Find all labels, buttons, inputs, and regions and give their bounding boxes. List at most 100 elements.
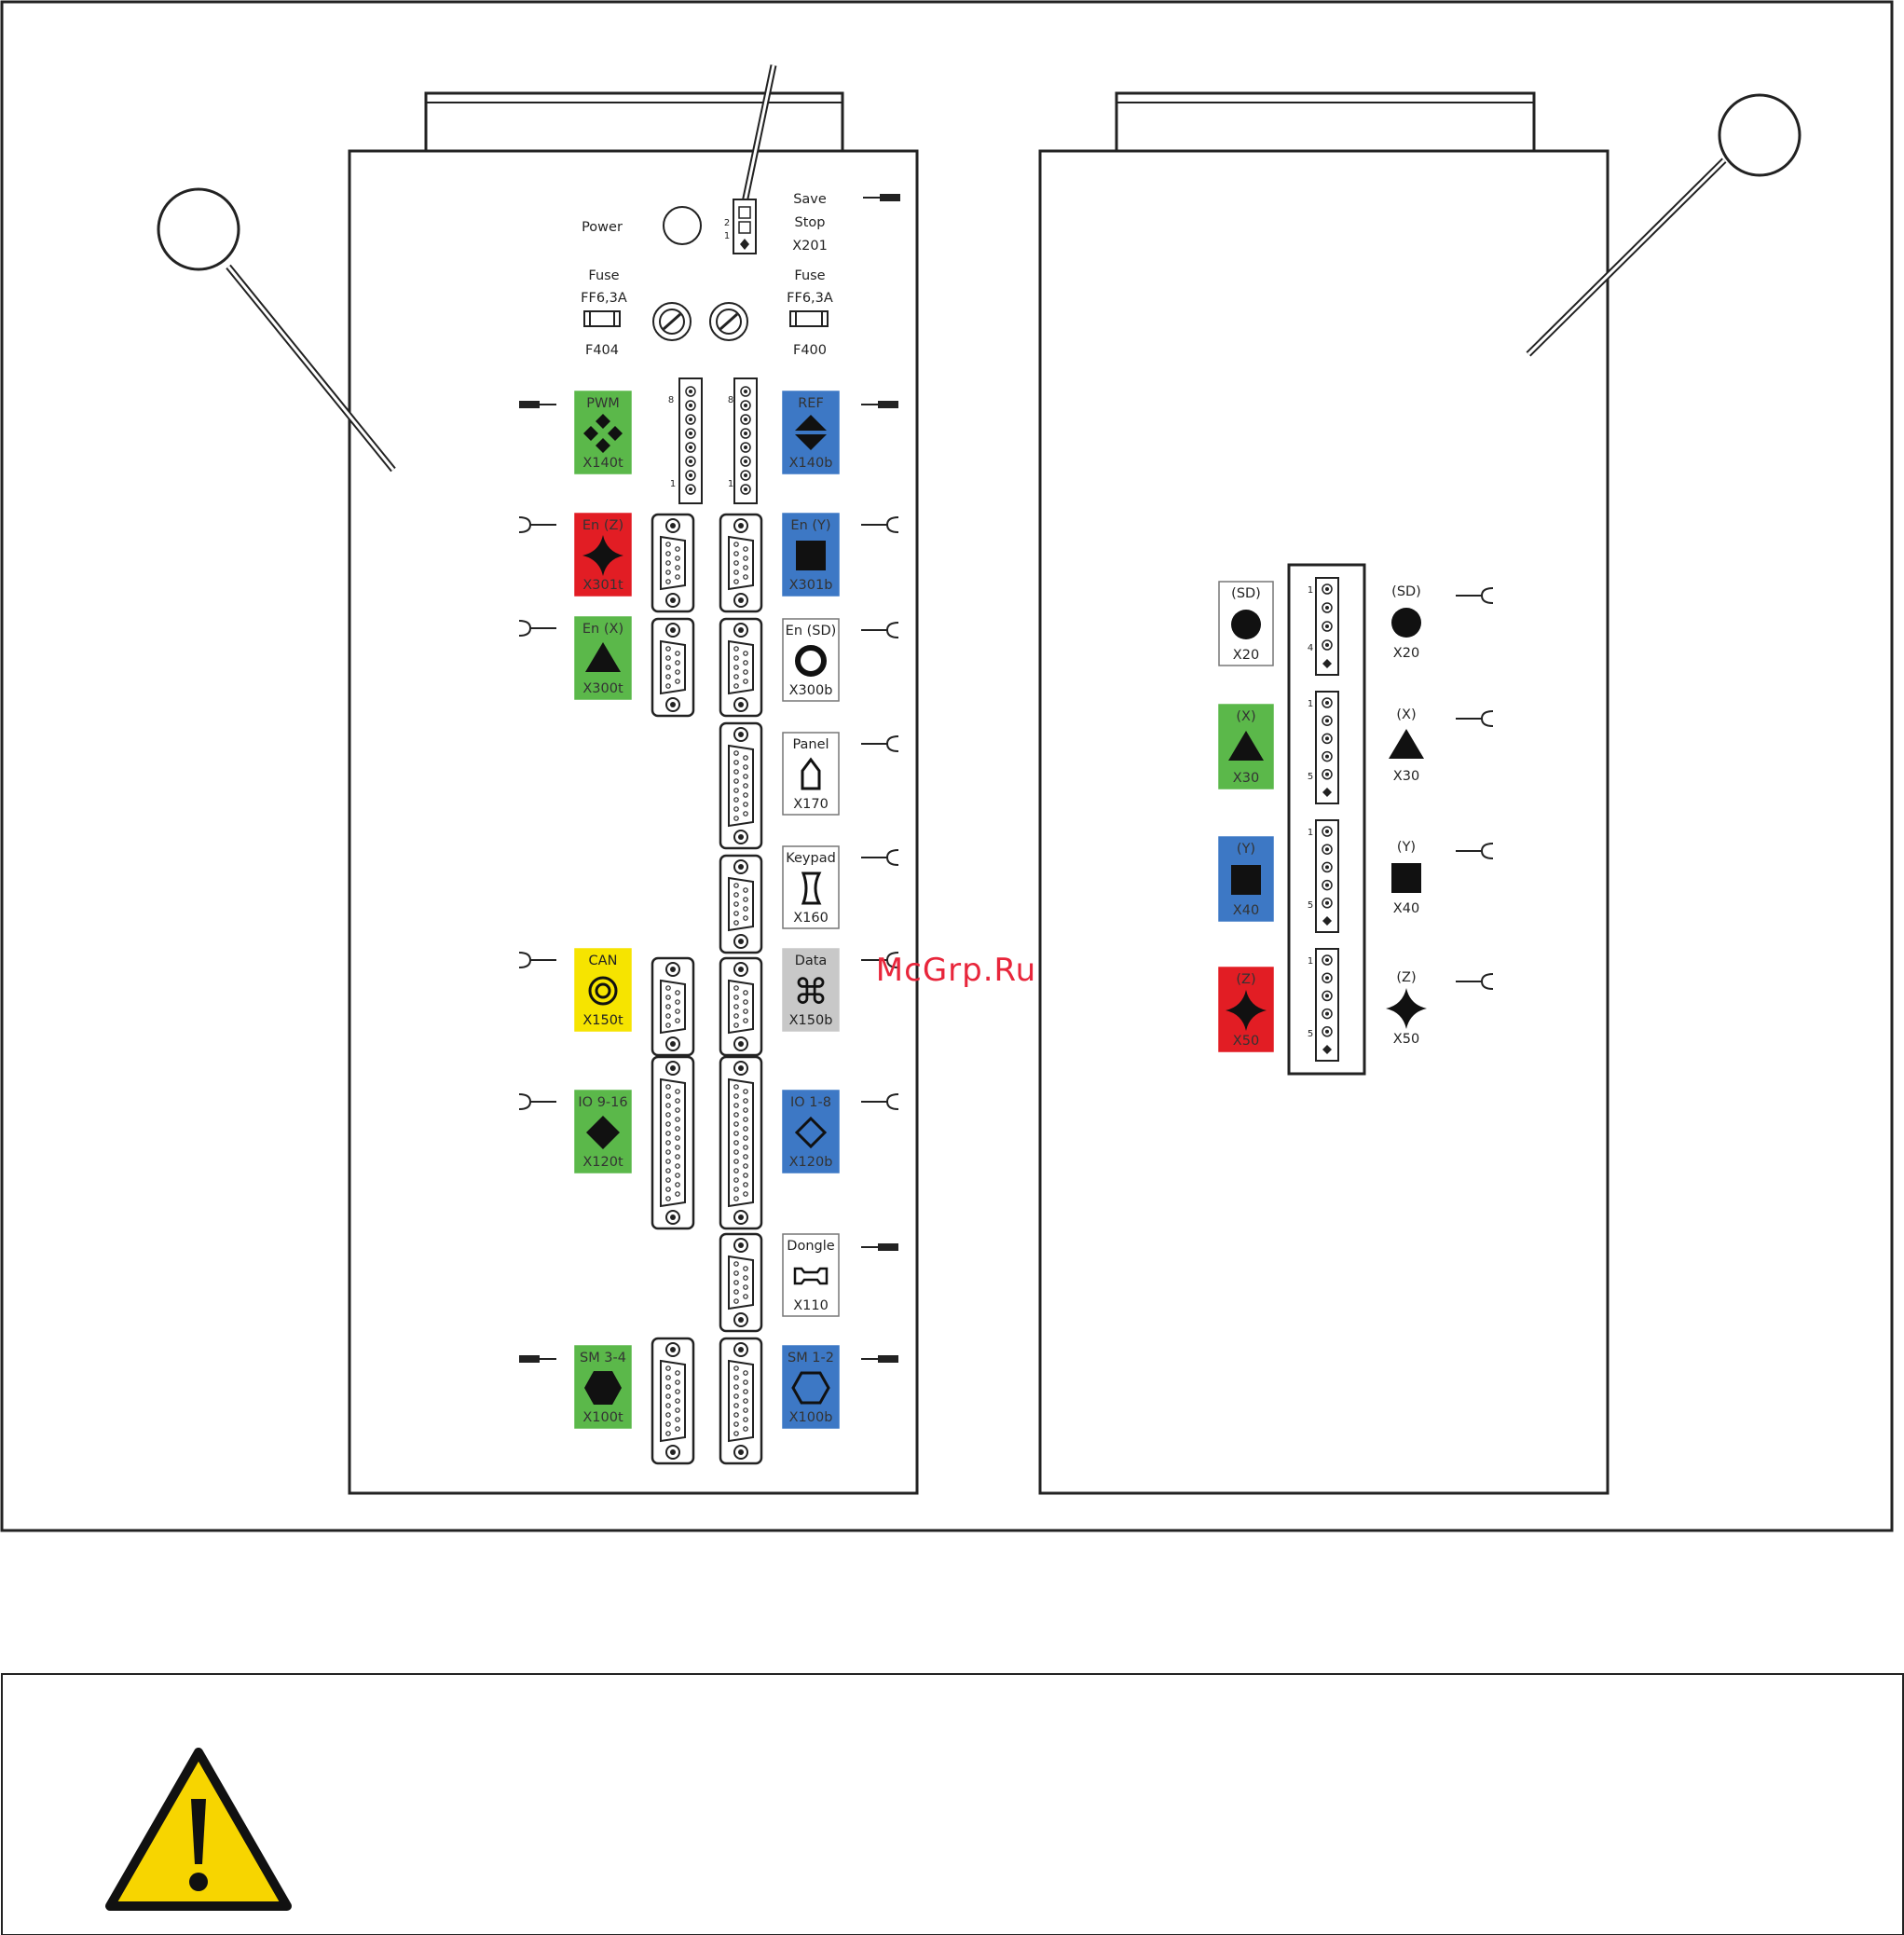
right-panel-left-labels: (SD)X20(X)X30(Y)X40(Z)X50 [1218, 581, 1274, 1052]
power-indicator [663, 206, 702, 245]
circle-icon [1391, 608, 1421, 638]
circle-icon [1231, 610, 1261, 639]
ensd-code: X300b [789, 683, 833, 698]
x-code: X30 [1393, 769, 1419, 784]
data-title: Data [795, 954, 828, 968]
pwm-code: X140t [582, 456, 623, 471]
x-title: (X) [1396, 707, 1416, 722]
d-sub-connector [719, 1337, 763, 1465]
dongle-title: Dongle [787, 1239, 834, 1254]
d-sub-connector [651, 1337, 695, 1465]
four-point-star-icon [1226, 990, 1267, 1031]
sd-label-tile: (SD)X20 [1218, 581, 1274, 666]
sm12-code: X100b [789, 1410, 833, 1425]
keypad-icon [801, 871, 822, 905]
four-point-star-icon [1386, 988, 1427, 1029]
d-sub-connector [719, 513, 763, 613]
y-label-tile: (Y)X40 [1391, 840, 1421, 916]
socket-symbol [861, 516, 899, 533]
save-label: Save [793, 192, 827, 207]
z-label-tile: (Z)X50 [1386, 970, 1427, 1047]
sd-title: (SD) [1391, 584, 1421, 599]
sd-code: X20 [1393, 646, 1419, 661]
svg-text:8: 8 [668, 395, 674, 405]
warning-box [1, 1673, 1904, 1935]
y-code: X40 [1233, 903, 1259, 918]
d-sub-connector [651, 1055, 695, 1230]
fuse-right-label: Fuse [794, 268, 825, 283]
z-code: X50 [1233, 1034, 1259, 1049]
x-label-tile: (X)X30 [1218, 704, 1274, 789]
svg-text:5: 5 [1308, 1029, 1313, 1039]
eny-title: En (Y) [790, 518, 830, 533]
plug-symbol [861, 1243, 898, 1251]
svg-text:1: 1 [724, 231, 730, 241]
hexagon-outline-icon [791, 1371, 830, 1405]
d-sub-connector [651, 513, 695, 613]
f404-label: F404 [585, 343, 619, 358]
hexagon-icon [584, 1371, 622, 1405]
square-icon [1231, 865, 1261, 895]
panel-icon [801, 757, 821, 790]
d-sub-connector [651, 956, 695, 1057]
triangle-icon [1389, 729, 1424, 759]
stop-label: Stop [795, 215, 826, 230]
enx-title: En (X) [582, 622, 623, 637]
d-sub-connector [719, 721, 763, 850]
io916-code: X120t [582, 1155, 623, 1170]
socket-symbol [1456, 587, 1494, 604]
plug-symbol [519, 401, 556, 408]
d-sub-connector [719, 956, 763, 1057]
io18-code: X120b [789, 1155, 833, 1170]
panel-title: Panel [792, 737, 829, 752]
fuse-left-label: Fuse [588, 268, 619, 283]
terminal-block: 15 [1308, 948, 1339, 1062]
data-code: X150b [789, 1013, 833, 1028]
y-code: X40 [1393, 901, 1419, 916]
enx-label-tile: En (X)X300t [574, 616, 632, 700]
svg-text:1: 1 [1308, 585, 1313, 596]
eny-label-tile: En (Y)X301b [782, 513, 840, 597]
terminal-block: 14 [1308, 577, 1339, 676]
callout-top-pointer [740, 64, 777, 208]
terminal-strip-left: 8 1 [668, 377, 703, 504]
sd-title: (SD) [1231, 586, 1261, 601]
socket-symbol [518, 952, 556, 968]
x-label-tile: (X) X30 [1389, 707, 1424, 784]
sm34-title: SM 3-4 [580, 1351, 626, 1365]
triangle-icon [1228, 731, 1264, 761]
plug-save-stop [863, 194, 900, 201]
ensd-label-tile: En (SD)X300b [782, 618, 840, 702]
z-title: (Z) [1396, 970, 1416, 985]
terminal-block: 15 [1308, 819, 1339, 933]
can-code: X150t [582, 1013, 623, 1028]
d-sub-connector [719, 854, 763, 954]
data-label-tile: Data⌘X150b [782, 948, 840, 1032]
svg-text:5: 5 [1308, 772, 1313, 782]
enz-title: En (Z) [582, 518, 623, 533]
watermark: McGrp.Ru [876, 952, 1036, 989]
socket-symbol [861, 849, 899, 866]
ref-title: REF [798, 396, 824, 411]
socket-symbol [861, 622, 899, 638]
fuse-right-rating: FF6,3A [787, 291, 833, 306]
d-sub-connector [719, 1055, 763, 1230]
callout-right [1526, 93, 1801, 357]
diamond-icon [586, 1116, 620, 1149]
terminal-strip-right: 8 1 [728, 377, 758, 504]
triangle-icon [585, 642, 621, 672]
figure-frame [0, 0, 1894, 1532]
four-point-star-icon [582, 535, 623, 576]
z-label-tile: (Z)X50 [1218, 967, 1274, 1052]
x201-label: X201 [792, 239, 828, 254]
socket-symbol [518, 516, 556, 533]
